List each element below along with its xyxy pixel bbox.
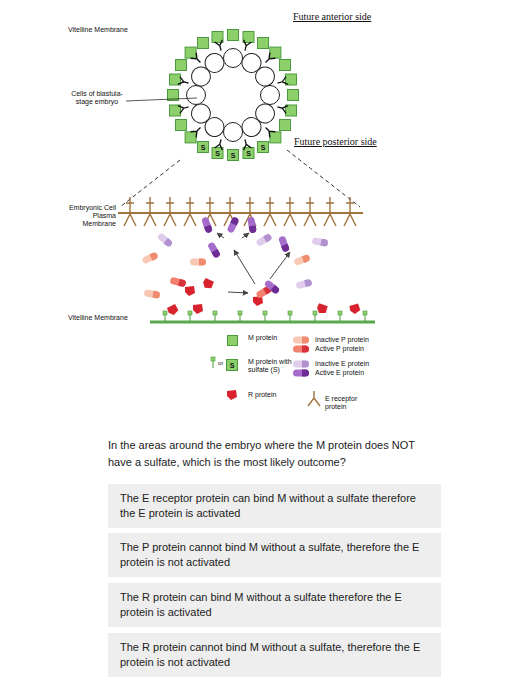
legend-swatch (227, 335, 238, 346)
legend-text: M protein with sulfate (S) (248, 358, 306, 374)
part-label: Embryonic Cell Plasma Membrane (58, 204, 116, 228)
legend-text: M protein (248, 334, 277, 342)
legend-text: R protein (248, 391, 276, 399)
side-label: Future posterior side (294, 136, 377, 148)
sulfate-mark: S (243, 148, 254, 159)
sulfate-mark: S (198, 142, 209, 153)
legend-samples (211, 337, 320, 407)
side-label: Future anterior side (293, 11, 371, 23)
arrows (217, 233, 290, 293)
option-text: The R protein cannot bind M without a su… (120, 640, 429, 670)
sulfate-mark: S (258, 142, 269, 153)
sulfate-mark: S (227, 360, 238, 371)
answer-option-box: The E receptor protein can bind M withou… (108, 484, 441, 528)
vitelline-membrane (150, 321, 375, 324)
part-label: Vitelline Membrane (68, 26, 128, 34)
m-protein-ring (168, 30, 299, 161)
receptor-symbols (178, 40, 288, 150)
option-text: The R protein can bind M without a sulfa… (120, 590, 429, 620)
answer-option-box: The P protein cannot bind M without a su… (108, 533, 441, 577)
legend-text: Inactive P protein (315, 336, 369, 344)
sulfate-mark: S (212, 148, 223, 159)
legend-text: Active P protein (315, 345, 364, 353)
answer-option-box: The R protein cannot bind M without a su… (108, 633, 441, 677)
legend-text: Inactive E protein (315, 360, 369, 368)
option-text: The E receptor protein can bind M withou… (120, 491, 429, 521)
part-label: Vitelline Membrane (68, 314, 128, 322)
part-label: Cells of blastula- stage embryo (66, 90, 128, 106)
e-receptor-symbols (124, 214, 356, 226)
zoom-line (287, 150, 360, 207)
sulfate-mark: S (228, 150, 239, 161)
question-text: In the areas around the embryo where the… (108, 437, 441, 471)
membrane-ticks (126, 197, 354, 213)
m-protein-markers (163, 302, 367, 321)
plasma-membrane (118, 212, 363, 214)
legend-text: Active E protein (315, 369, 364, 377)
option-text: The P protein cannot bind M without a su… (120, 540, 429, 570)
protein-shapes (141, 216, 328, 306)
legend-text: E receptor protein (325, 395, 365, 411)
answer-option-box: The R protein can bind M without a sulfa… (108, 583, 441, 627)
legend-or: or (218, 360, 223, 367)
blastula-cells (187, 49, 280, 142)
leader-line (126, 98, 197, 101)
